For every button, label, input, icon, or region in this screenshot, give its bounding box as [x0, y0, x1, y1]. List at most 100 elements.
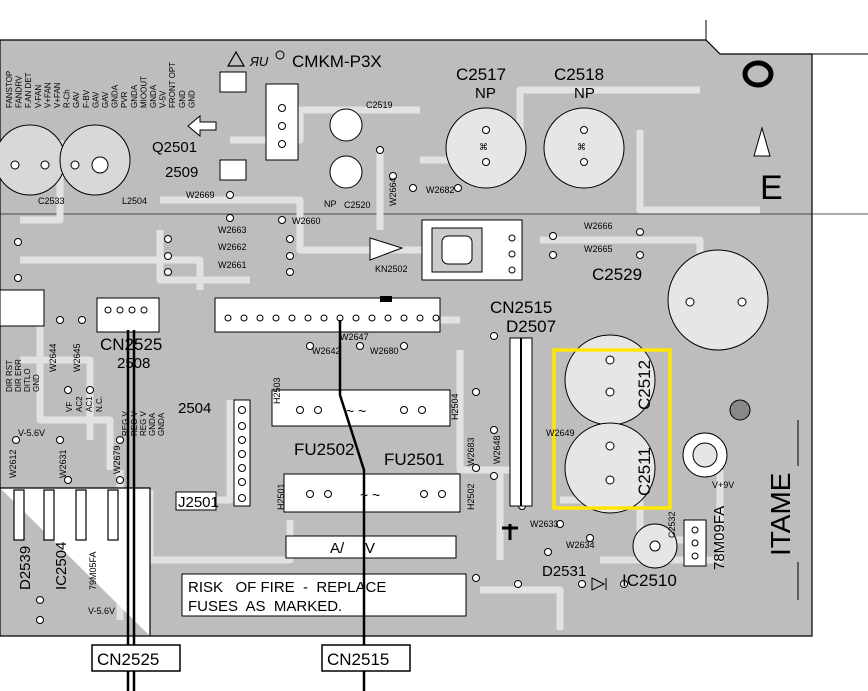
arrow-marker: [187, 114, 217, 138]
c2518-label: C2518: [554, 65, 604, 84]
q2501-label: Q2501: [152, 139, 197, 156]
r2504-label: 2504: [178, 400, 211, 417]
kn2502-module: [421, 219, 523, 281]
pin-label-top: V+FAN: [43, 82, 52, 108]
fan-capacitors: [0, 124, 131, 196]
wire-w2683: W2683: [466, 437, 476, 466]
fu2501-label: FU2501: [384, 450, 444, 469]
wire-w2648: W2648: [492, 435, 502, 464]
cn2515-pins: [224, 314, 440, 322]
wire-w2642: W2642: [312, 346, 341, 356]
reg78m09-label: 78M09FA: [711, 506, 728, 570]
l2504-label: L2504: [122, 196, 147, 206]
pin-label-top: V+FAN: [53, 82, 62, 108]
pin-label-top: R-Ch: [63, 89, 72, 108]
h2501-label: H2501: [276, 483, 286, 510]
d2508-label: 2508: [117, 355, 150, 372]
pin-label-ac: VF: [65, 402, 74, 412]
svg-text:~: ~: [358, 403, 366, 419]
kn-triangle: [369, 237, 404, 261]
pin-label-mid: DIR RST: [5, 360, 14, 392]
pin-label-top: PVR: [120, 91, 129, 108]
cn2515-label: CN2515: [490, 298, 552, 317]
capacitor-c2518: ⌘: [543, 107, 625, 189]
pin-label-top: GNDA: [111, 84, 120, 108]
pin-label-top: GAV: [91, 91, 100, 108]
pin-label-top: GNDA: [149, 84, 158, 108]
warning-triangle-icon: [226, 50, 246, 67]
wire-w2665: W2665: [584, 244, 613, 254]
c2519-label: C2519: [366, 100, 393, 110]
wire-w2647: W2647: [340, 332, 369, 342]
d2507-bridge: [509, 337, 533, 507]
v-plus9-label: V+9V: [712, 480, 734, 490]
wire-w2634: W2634: [566, 540, 595, 550]
pin-label-top: FANSTOP: [5, 71, 14, 108]
c2529-label: C2529: [592, 265, 642, 284]
fuse-fu2502: ~~: [271, 389, 451, 427]
d2531-label: D2531: [542, 563, 586, 580]
c2532-label: C2532: [667, 511, 677, 538]
pin-label-top: GAV: [72, 91, 81, 108]
svg-text:⌘: ⌘: [479, 142, 488, 152]
pin-label-top: MIOOUT: [139, 76, 148, 108]
c2518-np-label: NP: [574, 85, 595, 102]
j2501-header: [233, 399, 251, 507]
pin-label-top: GNDA: [130, 84, 139, 108]
svg-text:~: ~: [372, 487, 380, 503]
mount-hole: [682, 399, 751, 478]
highlight-box: [552, 348, 672, 510]
ic2510-label: IC2510: [622, 571, 677, 590]
r2509-label: 2509: [165, 164, 198, 181]
j2501-label: J2501: [178, 494, 219, 511]
pin-label-top: GND: [178, 90, 187, 108]
wire-w2663: W2663: [218, 225, 247, 235]
d2531: [578, 577, 628, 591]
wire-w2645: W2645: [72, 343, 82, 372]
d2507-label: D2507: [506, 317, 556, 336]
callout-box-left: [91, 644, 181, 672]
wire-w2666: W2666: [584, 221, 613, 231]
fuse-rating-box: [285, 535, 457, 559]
q2501-area: [219, 71, 363, 189]
pin-label-mid: GND: [32, 374, 41, 392]
vertical-board-label: ITAME: [765, 473, 796, 556]
side-marker-label: E: [760, 169, 783, 207]
capacitor-c2511: [564, 422, 656, 514]
pin-label-top: FANDRV: [15, 75, 24, 108]
wire-w2612: W2612: [8, 449, 18, 478]
cn2515-header: [214, 296, 441, 333]
pin-label-mid: DIR ERR: [14, 359, 23, 392]
wire-w2662: W2662: [218, 242, 247, 252]
svg-text:~: ~: [346, 403, 354, 419]
h2504-label: H2504: [450, 393, 460, 420]
wire-w2633: W2633: [530, 519, 559, 529]
warning-box: [181, 573, 467, 617]
wire-w2664: W2664: [388, 177, 398, 206]
fuse-fu2501: ~~: [283, 473, 461, 513]
pin-label-reg: REG V: [130, 410, 139, 436]
svg-text:⌘: ⌘: [577, 142, 586, 152]
fuse-rating-label: A/ V: [330, 540, 375, 557]
pin-label-top: F.AN DET: [24, 72, 33, 108]
wire-w2661: W2661: [218, 260, 247, 270]
c2512-label: C2512: [635, 360, 654, 410]
wire-w2644: W2644: [48, 343, 58, 372]
cn2525-header: [96, 297, 160, 333]
pin-label-ac: AC1: [85, 396, 94, 412]
wire-w2669: W2669: [186, 190, 215, 200]
pin-label-top: F-BV: [82, 89, 91, 108]
wire-w2660: W2660: [292, 216, 321, 226]
wire-w2679: W2679: [112, 445, 122, 474]
h2502-label: H2502: [466, 483, 476, 510]
c2520-label: C2520: [344, 200, 371, 210]
wire-w2649: W2649: [546, 428, 575, 438]
ul-mark-icon: ЯU: [249, 50, 285, 69]
pin-label-ac: N.C.: [95, 396, 104, 412]
capacitor-c2529: [667, 249, 769, 351]
warning-line-1: RISK OF FIRE - REPLACE: [188, 579, 386, 596]
